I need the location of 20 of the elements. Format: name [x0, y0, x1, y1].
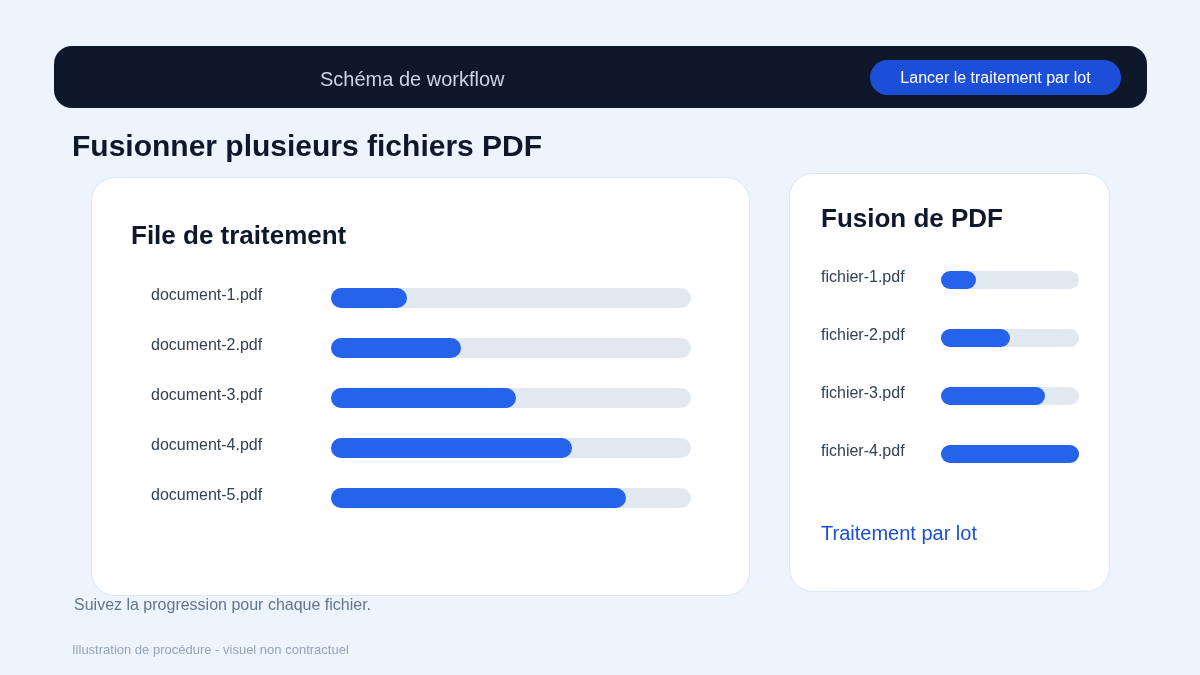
- file-name: fichier-3.pdf: [821, 383, 905, 403]
- file-name: document-2.pdf: [151, 335, 263, 355]
- queue-card: [91, 177, 750, 596]
- caption-text: Suivez la progression pour chaque fichier.: [74, 596, 372, 614]
- batch-process-button: Lancer le traitement par lot: [870, 60, 1121, 95]
- disclaimer-note: Illustration de procédure - visuel non contractuel: [72, 642, 349, 658]
- file-name: fichier-2.pdf: [821, 325, 905, 345]
- card-heading: Fusion de PDF: [821, 202, 1003, 234]
- merge-card: [789, 173, 1110, 592]
- file-name: document-3.pdf: [151, 385, 263, 405]
- header-bar: [54, 46, 1147, 108]
- card-heading: File de traitement: [131, 219, 347, 251]
- page-title: Fusionner plusieurs fichiers PDF: [72, 128, 543, 164]
- workflow-subtitle: Schéma de workflow: [320, 67, 505, 91]
- batch-link: Traitement par lot: [821, 521, 977, 545]
- file-name: document-5.pdf: [151, 485, 263, 505]
- file-name: fichier-1.pdf: [821, 267, 905, 287]
- file-name: fichier-4.pdf: [821, 441, 905, 461]
- file-name: document-4.pdf: [151, 435, 263, 455]
- file-name: document-1.pdf: [151, 285, 263, 305]
